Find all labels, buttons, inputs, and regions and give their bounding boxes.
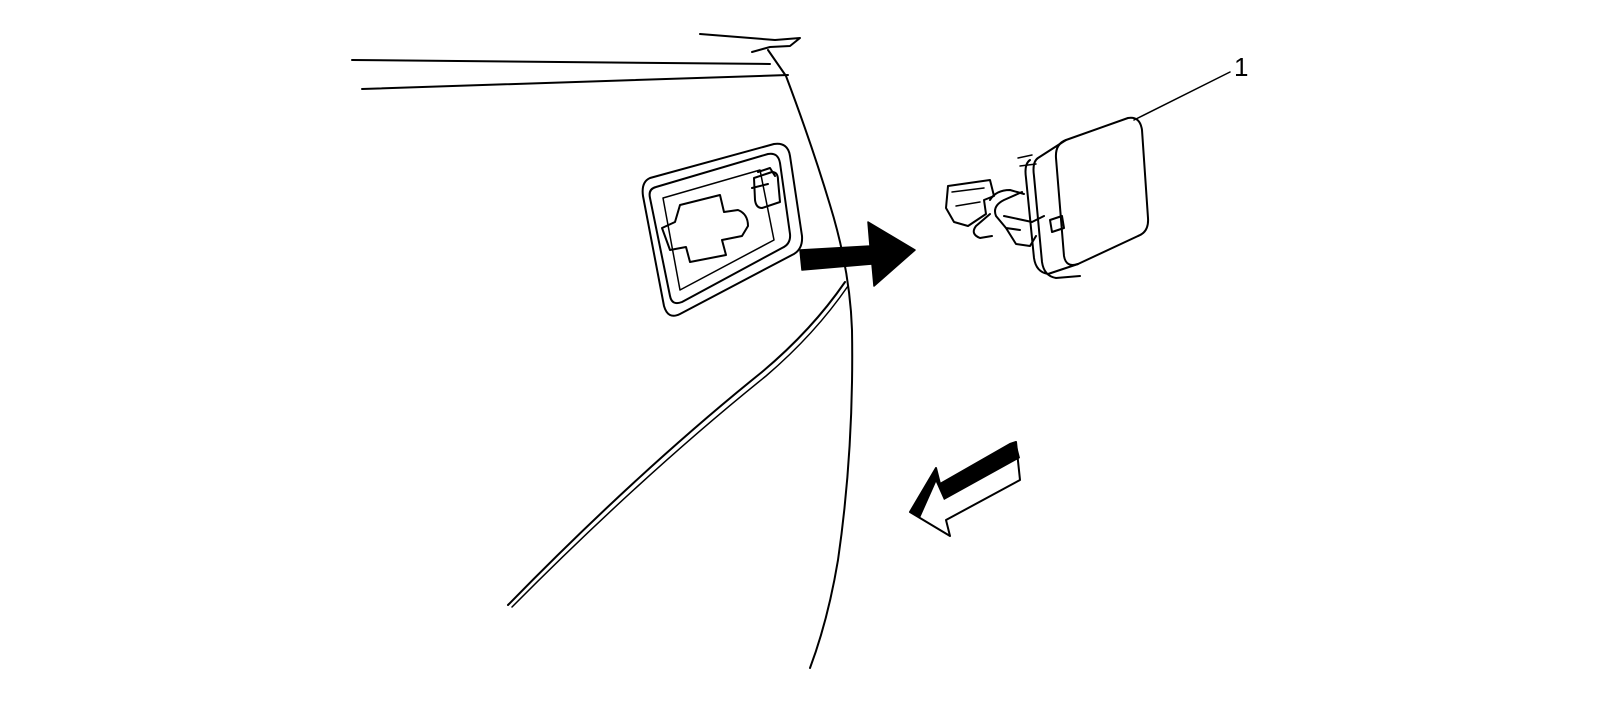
retaining-tab-detail: [751, 167, 776, 189]
lamp-housing-side: [1024, 159, 1049, 275]
front-arrow-shading: [910, 442, 1020, 518]
fender-crease-line: [507, 281, 846, 606]
opening-outer-rim: [641, 142, 804, 317]
opening-inner-recess: [662, 169, 775, 291]
lamp-lens-edge: [1032, 139, 1081, 279]
body-top-edge-line: [351, 59, 771, 65]
pillar-outline: [699, 33, 854, 669]
electrical-connector: [945, 179, 995, 227]
vehicle-body-panel: [351, 33, 854, 669]
removal-direction-arrow: [799, 221, 916, 287]
lamp-lens-notch: [1049, 215, 1065, 233]
lamp-retaining-clip: [994, 191, 1045, 247]
side-marker-lamp-assembly: [945, 116, 1150, 279]
opening-inner-rim: [648, 152, 792, 305]
marker-lamp-opening: [641, 142, 804, 317]
callout-leader-line: [1133, 71, 1231, 121]
connector-detail: [951, 187, 985, 207]
lamp-clip-arm: [972, 189, 1025, 239]
lamp-lens-face: [1054, 116, 1150, 266]
fender-crease-line-inner: [511, 285, 849, 608]
retaining-tab: [753, 171, 781, 209]
connector-cutout: [661, 194, 749, 263]
body-top-edge-line-lower: [361, 74, 789, 90]
lamp-housing-rib: [1017, 154, 1037, 167]
callout-number-1: 1: [1234, 52, 1248, 82]
